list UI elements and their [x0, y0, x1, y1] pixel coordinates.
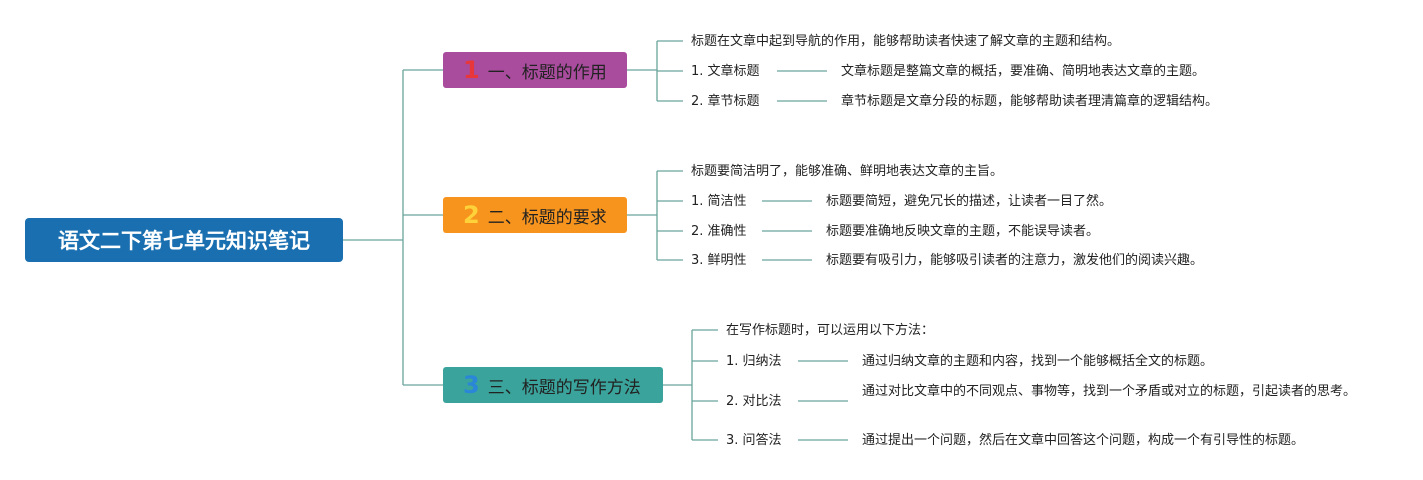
branch-2-item-2-desc[interactable]: 标题要准确地反映文章的主题，不能误导读者。 [826, 224, 1100, 239]
number-2-icon: 2 [463, 201, 480, 229]
branch-3-item-3-desc[interactable]: 通过提出一个问题，然后在文章中回答这个问题，构成一个有引导性的标题。 [862, 433, 1305, 448]
branch-2-intro[interactable]: 标题要简洁明了，能够准确、鲜明地表达文章的主旨。 [691, 164, 1004, 179]
branch-1-item-1-label[interactable]: 1. 文章标题 [691, 64, 760, 79]
branch-3-item-2-label[interactable]: 2. 对比法 [726, 394, 782, 409]
branch-2-item-3-label[interactable]: 3. 鲜明性 [691, 253, 747, 268]
branch-1-topic[interactable]: 1 一、标题的作用 [443, 52, 627, 88]
branch-3-item-3-label[interactable]: 3. 问答法 [726, 433, 782, 448]
branch-2-item-3-desc[interactable]: 标题要有吸引力，能够吸引读者的注意力，激发他们的阅读兴趣。 [826, 253, 1204, 268]
branch-3-topic[interactable]: 3 三、标题的写作方法 [443, 367, 663, 403]
branch-3-intro[interactable]: 在写作标题时，可以运用以下方法： [726, 323, 935, 338]
branch-2-item-2-label[interactable]: 2. 准确性 [691, 224, 747, 239]
branch-1-item-2-label[interactable]: 2. 章节标题 [691, 94, 760, 109]
branch-2-topic[interactable]: 2 二、标题的要求 [443, 197, 627, 233]
branch-3-item-1-desc[interactable]: 通过归纳文章的主题和内容，找到一个能够概括全文的标题。 [862, 354, 1214, 369]
number-3-icon: 3 [463, 371, 480, 399]
branch-2-label: 二、标题的要求 [487, 207, 607, 228]
branch-2-item-1-desc[interactable]: 标题要简短，避免冗长的描述，让读者一目了然。 [826, 194, 1113, 209]
root-topic[interactable]: 语文二下第七单元知识笔记 [25, 218, 343, 262]
branch-1-item-1-desc[interactable]: 文章标题是整篇文章的概括，要准确、简明地表达文章的主题。 [841, 64, 1206, 79]
number-1-icon: 1 [463, 56, 480, 84]
branch-3-item-1-label[interactable]: 1. 归纳法 [726, 354, 782, 369]
branch-3-label: 三、标题的写作方法 [487, 377, 641, 398]
branch-1-intro[interactable]: 标题在文章中起到导航的作用，能够帮助读者快速了解文章的主题和结构。 [691, 34, 1121, 49]
branch-3-item-2-desc[interactable]: 通过对比文章中的不同观点、事物等，找到一个矛盾或对立的标题，引起读者的思考。 [862, 384, 1357, 399]
branch-1-label: 一、标题的作用 [487, 62, 607, 83]
branch-1-item-2-desc[interactable]: 章节标题是文章分段的标题，能够帮助读者理清篇章的逻辑结构。 [841, 94, 1219, 109]
branch-2-item-1-label[interactable]: 1. 简洁性 [691, 194, 747, 209]
